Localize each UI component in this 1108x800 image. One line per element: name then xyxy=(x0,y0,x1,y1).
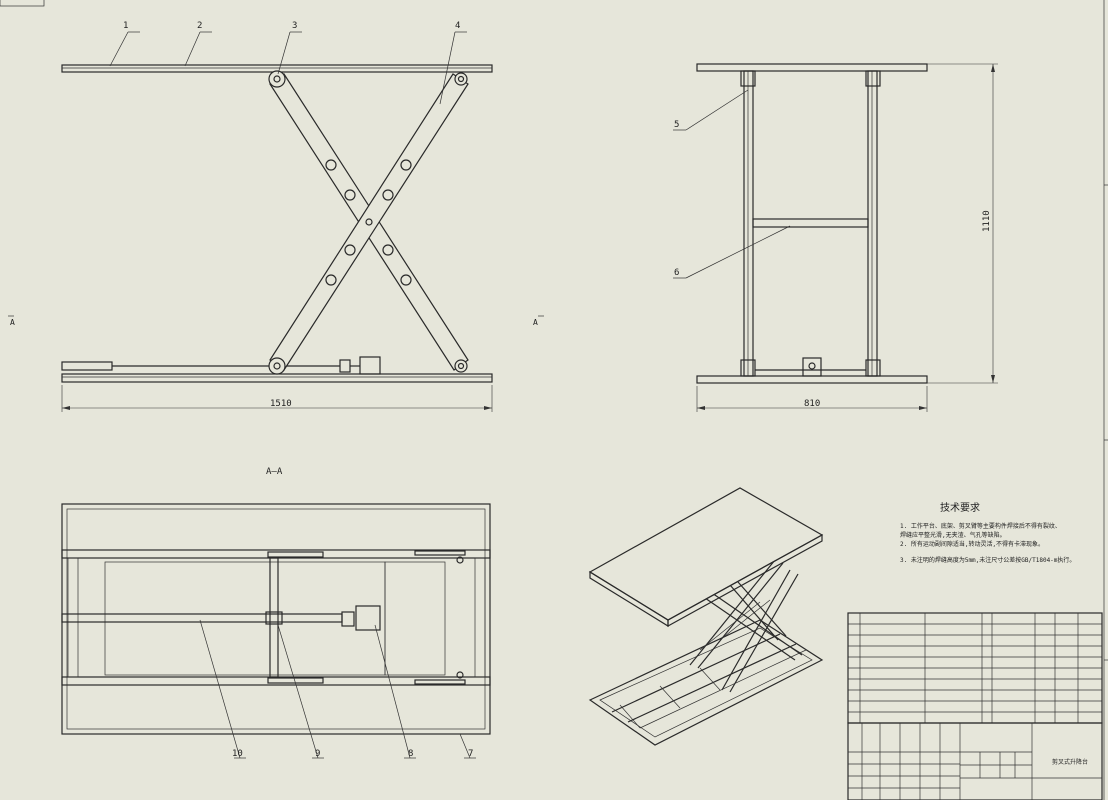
note-line-2: 焊缝应平整光滑,无夹渣、气孔等缺陷。 xyxy=(900,531,1006,539)
title-block xyxy=(847,722,1103,800)
balloon-6: 6 xyxy=(674,268,679,278)
section-marker-left: A xyxy=(10,318,15,327)
note-line-1: 1. 工作平台、底架、剪叉臂等主要构件焊接后不得有裂纹、 xyxy=(900,522,1061,530)
side-view xyxy=(673,63,998,412)
note-line-4: 3. 未注明的焊缝高度为5mm,未注尺寸公差按GB/T1804-m执行。 xyxy=(900,556,1075,564)
balloon-1: 1 xyxy=(123,21,128,31)
front-width-dimension: 1510 xyxy=(270,399,292,409)
front-view xyxy=(61,64,493,412)
front-leaders xyxy=(109,31,467,105)
section-marker-right: A xyxy=(533,318,538,327)
balloon-9: 9 xyxy=(315,749,320,759)
balloon-8: 8 xyxy=(408,749,413,759)
note-line-3: 2. 所有运动副间隙适当,转动灵活,不得有卡滞现象。 xyxy=(900,540,1044,548)
isometric-view xyxy=(588,487,824,746)
side-height-dimension: 1110 xyxy=(982,210,992,232)
balloon-10: 10 xyxy=(232,749,243,759)
balloon-7: 7 xyxy=(468,749,473,759)
parts-list xyxy=(847,612,1103,724)
balloon-3: 3 xyxy=(292,21,297,31)
section-label: A—A xyxy=(266,467,283,477)
notes-title: 技术要求 xyxy=(940,501,980,514)
section-view xyxy=(61,503,491,759)
side-width-dimension: 810 xyxy=(804,399,820,409)
balloon-5: 5 xyxy=(674,120,679,130)
balloon-2: 2 xyxy=(197,21,202,31)
title-block-drawing-name: 剪叉式升降台 xyxy=(1052,758,1088,766)
balloon-4: 4 xyxy=(455,21,460,31)
